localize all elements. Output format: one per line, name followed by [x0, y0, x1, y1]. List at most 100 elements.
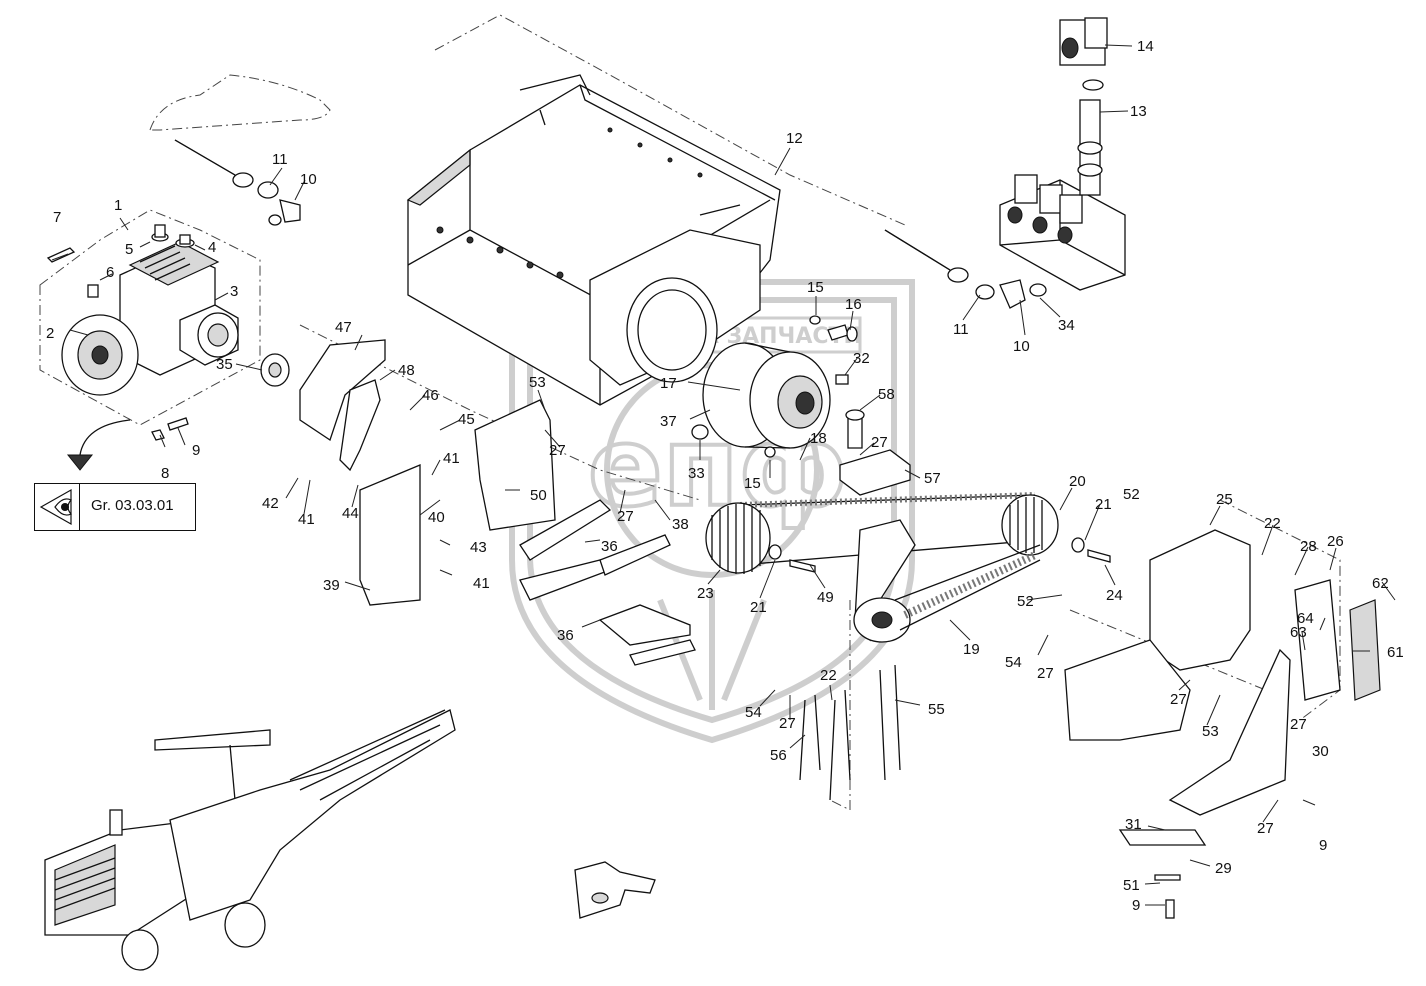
label-35: 35: [216, 356, 233, 373]
label-22-right: 22: [1264, 515, 1281, 532]
machine-overview: [44, 709, 456, 971]
label-22-lower: 22: [820, 667, 837, 684]
label-9-right: 9: [1319, 837, 1327, 854]
label-29: 29: [1215, 860, 1232, 877]
label-4: 4: [208, 239, 216, 256]
label-20: 20: [1069, 473, 1086, 490]
group-reference-label: Gr. 03.03.01: [91, 497, 174, 514]
tensioner-bracket: [839, 409, 911, 496]
label-46: 46: [422, 387, 439, 404]
right-guard-plates: [1064, 529, 1381, 919]
label-44: 44: [342, 505, 359, 522]
label-51: 51: [1123, 877, 1140, 894]
callout-labels: 1 2 3 4 5 6 7 8 9 9 9 10 10 11 11 12 13 …: [46, 38, 1404, 914]
label-15-top: 15: [807, 279, 824, 296]
label-36-upper: 36: [601, 538, 618, 555]
label-16: 16: [845, 296, 862, 313]
label-53-right: 53: [1202, 723, 1219, 740]
label-27-bracket: 27: [871, 434, 888, 451]
label-63: 63: [1290, 624, 1307, 641]
label-32: 32: [853, 350, 870, 367]
label-12: 12: [786, 130, 803, 147]
label-18: 18: [810, 430, 827, 447]
label-24: 24: [1106, 587, 1123, 604]
label-47: 47: [335, 319, 352, 336]
label-49: 49: [817, 589, 834, 606]
label-10-right: 10: [1013, 338, 1030, 355]
drive-motor: [691, 315, 858, 458]
label-54-right: 54: [1005, 654, 1022, 671]
label-2: 2: [46, 325, 54, 342]
view-arrow-icon: [66, 419, 131, 471]
label-17: 17: [660, 375, 677, 392]
label-11-right: 11: [953, 321, 969, 338]
label-54-left: 54: [745, 704, 762, 721]
label-3: 3: [230, 283, 238, 300]
label-33: 33: [688, 465, 705, 482]
label-52-mid: 52: [1017, 593, 1034, 610]
label-1: 1: [114, 197, 122, 214]
label-5: 5: [125, 241, 133, 258]
hydraulic-hoses: [174, 139, 1047, 309]
group-reference-box[interactable]: Gr. 03.03.01: [34, 483, 196, 531]
label-45: 45: [458, 411, 475, 428]
label-58: 58: [878, 386, 895, 403]
label-34: 34: [1058, 317, 1075, 334]
gearbox-assembly: [46, 224, 290, 441]
tension-rods: [799, 664, 901, 801]
direction-arrow: [574, 861, 656, 919]
label-27-side: 27: [1290, 716, 1307, 733]
label-19: 19: [963, 641, 980, 658]
label-27-bottom: 27: [1257, 820, 1274, 837]
label-27-rod: 27: [779, 715, 796, 732]
label-9-bottom: 9: [1132, 897, 1140, 914]
label-62: 62: [1372, 575, 1389, 592]
label-43: 43: [470, 539, 487, 556]
label-57: 57: [924, 470, 941, 487]
left-guard-plates: [299, 339, 696, 666]
label-25: 25: [1216, 491, 1233, 508]
label-27-belt: 27: [1037, 665, 1054, 682]
leader-lines: [51, 44, 1396, 906]
belt-pulley-assembly: [705, 492, 1111, 643]
label-26: 26: [1327, 533, 1344, 550]
label-15-bottom: 15: [744, 475, 761, 492]
label-53-left: 53: [529, 374, 546, 391]
label-6: 6: [106, 264, 114, 281]
label-41-top: 41: [443, 450, 460, 467]
label-42: 42: [262, 495, 279, 512]
label-40: 40: [428, 509, 445, 526]
label-41-bottom: 41: [473, 575, 490, 592]
label-41-left: 41: [298, 511, 315, 528]
label-27-guard: 27: [1170, 691, 1187, 708]
label-27-left: 27: [549, 442, 566, 459]
label-31: 31: [1125, 816, 1142, 833]
valve-block: [999, 17, 1126, 291]
label-10-left: 10: [300, 171, 317, 188]
label-21-left: 21: [750, 599, 767, 616]
label-7: 7: [53, 209, 61, 226]
label-11-left: 11: [272, 151, 288, 168]
label-36-lower: 36: [557, 627, 574, 644]
label-13: 13: [1130, 103, 1147, 120]
label-48: 48: [398, 362, 415, 379]
label-9-gearbox: 9: [192, 442, 200, 459]
label-56: 56: [770, 747, 787, 764]
label-28: 28: [1300, 538, 1317, 555]
drum-housing: [406, 74, 781, 406]
label-23: 23: [697, 585, 714, 602]
label-52-top: 52: [1123, 486, 1140, 503]
label-64: 64: [1297, 610, 1314, 627]
label-14: 14: [1137, 38, 1154, 55]
label-55: 55: [928, 701, 945, 718]
label-30: 30: [1312, 743, 1329, 760]
view-eye-icon: [35, 484, 80, 530]
label-37: 37: [660, 413, 677, 430]
label-27-mid: 27: [617, 508, 634, 525]
label-61: 61: [1387, 644, 1404, 661]
label-21-right: 21: [1095, 496, 1112, 513]
label-8: 8: [161, 465, 169, 482]
label-50: 50: [530, 487, 547, 504]
